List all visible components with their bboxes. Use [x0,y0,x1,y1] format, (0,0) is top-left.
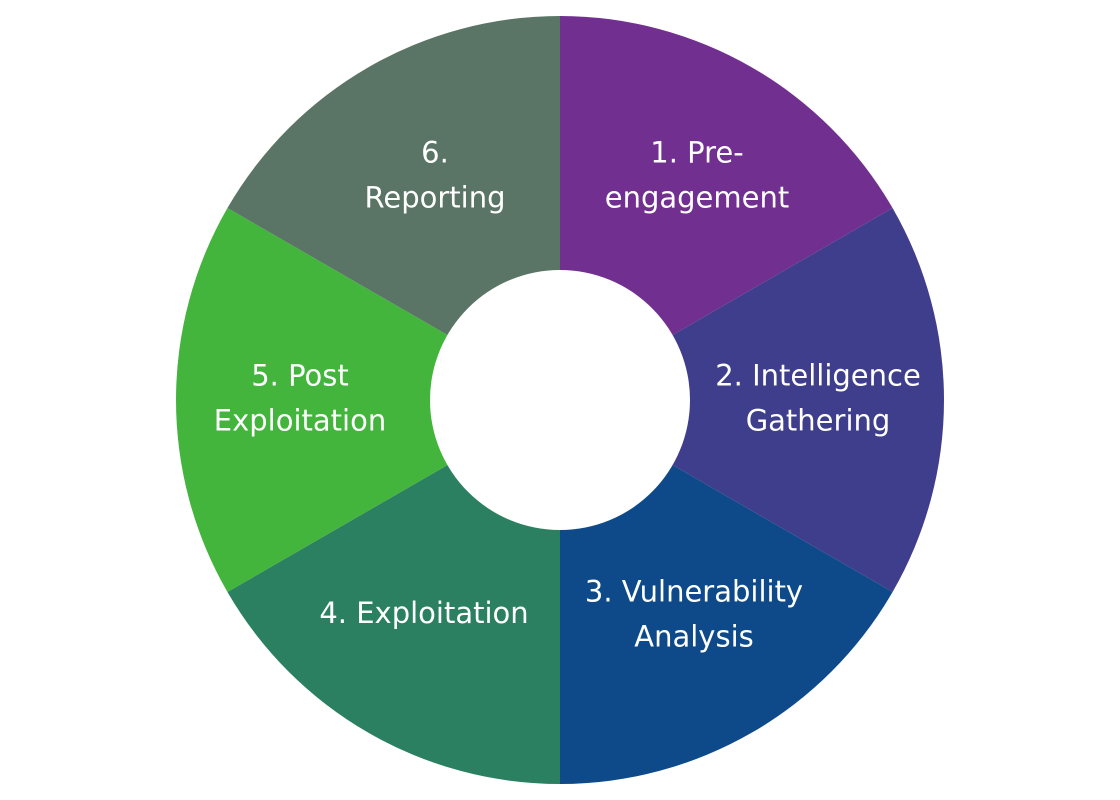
segment-label-line: Gathering [746,404,891,438]
segment-label-line: Exploitation [214,404,386,438]
segment-label-line: 3. Vulnerability [585,575,803,609]
ring-segment-5 [176,208,561,592]
segment-label-6: 6. Reporting [365,136,506,215]
ring-segment-2 [560,208,944,592]
segment-label-line: Analysis [634,620,753,654]
segment-label-line: 6. [421,136,449,170]
segment-label-line: engagement [605,181,790,215]
segment-label-line: 2. Intelligence [715,359,921,393]
segment-label-line: 5. Post [251,359,349,393]
segment-label-line: Reporting [365,181,506,215]
segment-label-4: 4. Exploitation [319,596,528,630]
segment-label-line: 4. Exploitation [319,596,528,630]
segment-label-1: 1. Pre-engagement [605,136,790,215]
center-hole [430,270,690,530]
segment-label-line: 1. Pre- [650,136,743,170]
